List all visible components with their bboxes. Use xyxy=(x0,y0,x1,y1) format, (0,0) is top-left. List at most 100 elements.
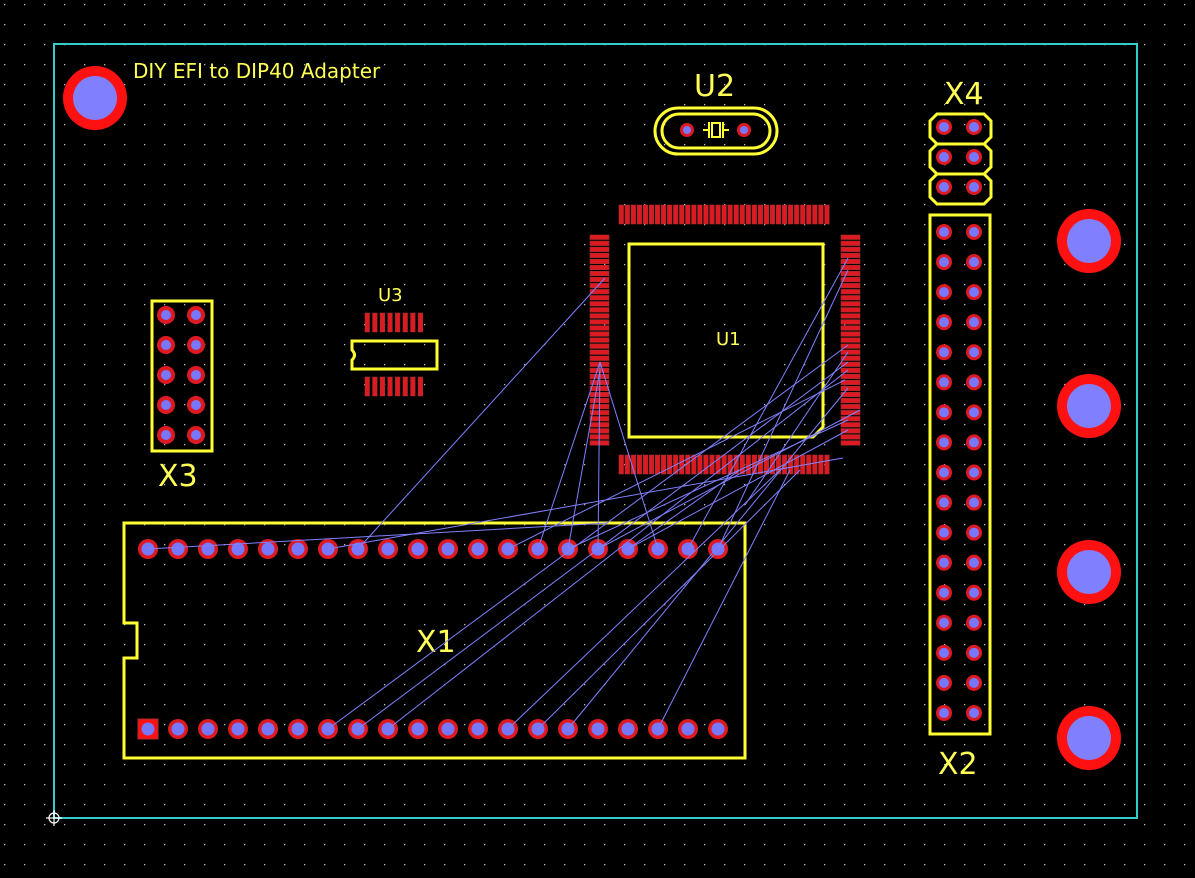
u1-pad[interactable] xyxy=(691,204,697,225)
u3-pad[interactable] xyxy=(372,312,378,333)
u1-pad[interactable] xyxy=(757,204,763,225)
u1-pad[interactable] xyxy=(769,204,776,225)
x2-pin[interactable] xyxy=(936,254,952,271)
u1-pad[interactable] xyxy=(715,204,721,225)
x4-pin[interactable] xyxy=(966,179,982,195)
x4-pin[interactable] xyxy=(936,179,952,195)
x2-pin[interactable] xyxy=(966,464,982,481)
u1-pad[interactable] xyxy=(840,331,861,337)
u1-pad[interactable] xyxy=(840,270,861,277)
u3-pad[interactable] xyxy=(387,376,393,397)
x2-pin[interactable] xyxy=(966,404,982,421)
u1-pad[interactable] xyxy=(840,398,861,404)
u1-pad[interactable] xyxy=(794,204,800,225)
x2-pin[interactable] xyxy=(966,284,982,301)
u1-pad[interactable] xyxy=(840,240,861,246)
u1-pad[interactable] xyxy=(636,204,642,225)
x4-pin[interactable] xyxy=(966,119,982,135)
u3-pad[interactable] xyxy=(402,312,408,333)
u1-pad[interactable] xyxy=(589,246,610,252)
u1-pad[interactable] xyxy=(648,454,655,475)
u1-pad[interactable] xyxy=(751,204,757,225)
u1-pad[interactable] xyxy=(589,277,610,283)
u1-pad[interactable] xyxy=(618,204,624,225)
u3-pad[interactable] xyxy=(395,312,401,333)
u1-pad[interactable] xyxy=(648,204,655,225)
u3-pad[interactable] xyxy=(387,312,393,333)
u1-pad[interactable] xyxy=(818,454,824,475)
x2-pin[interactable] xyxy=(936,314,952,331)
u1-pad[interactable] xyxy=(812,454,818,475)
u1-pad[interactable] xyxy=(667,454,673,475)
u1-pad[interactable] xyxy=(840,422,861,428)
u1-pad[interactable] xyxy=(589,270,610,277)
u1-pad[interactable] xyxy=(840,440,861,446)
x1-pin[interactable] xyxy=(468,719,488,739)
x2-pin[interactable] xyxy=(936,224,952,240)
u1-pad[interactable] xyxy=(715,454,721,475)
u1-pad[interactable] xyxy=(840,428,861,434)
u1-pad[interactable] xyxy=(840,361,861,367)
u1-pad[interactable] xyxy=(630,204,636,225)
x2-pin[interactable] xyxy=(966,224,982,240)
x1-pin[interactable] xyxy=(228,719,248,739)
u1-pad[interactable] xyxy=(642,204,649,225)
x2-pin[interactable] xyxy=(936,404,952,421)
u1-pad[interactable] xyxy=(745,454,751,475)
x2-pin[interactable] xyxy=(966,584,982,601)
x1-pin[interactable] xyxy=(288,539,308,559)
x3-pin[interactable] xyxy=(187,396,205,414)
u1-pad[interactable] xyxy=(840,385,861,392)
u1-pad[interactable] xyxy=(840,264,861,271)
u1-pad[interactable] xyxy=(788,454,794,475)
u1-pad[interactable] xyxy=(840,355,861,361)
x1-pin[interactable] xyxy=(588,719,608,739)
x1-pin[interactable] xyxy=(378,539,398,559)
u1-pad[interactable] xyxy=(840,295,861,301)
x2-pin[interactable] xyxy=(966,524,982,541)
u3-pad[interactable] xyxy=(417,312,424,333)
u1-pad[interactable] xyxy=(589,289,610,295)
u1-pad[interactable] xyxy=(840,373,861,379)
u1-pad[interactable] xyxy=(589,295,610,301)
u1-pad[interactable] xyxy=(840,416,861,422)
component-u2[interactable]: U2 xyxy=(653,69,779,156)
u1-pad[interactable] xyxy=(697,454,703,475)
x2-pin[interactable] xyxy=(936,284,952,301)
u2-pad[interactable] xyxy=(737,123,751,137)
x2-pin[interactable] xyxy=(936,374,952,391)
x1-pin[interactable] xyxy=(228,539,248,559)
x3-pin[interactable] xyxy=(187,306,205,324)
x2-pin[interactable] xyxy=(936,584,952,601)
x2-pin[interactable] xyxy=(966,434,982,451)
x2-pin[interactable] xyxy=(936,464,952,481)
u3-pad[interactable] xyxy=(379,312,386,333)
u3-pad[interactable] xyxy=(364,376,370,397)
u1-pad[interactable] xyxy=(840,367,861,373)
u1-pad[interactable] xyxy=(589,337,610,343)
x2-pin[interactable] xyxy=(936,614,952,631)
x3-pin[interactable] xyxy=(187,426,205,444)
u1-pad[interactable] xyxy=(840,325,861,331)
u3-pad[interactable] xyxy=(410,376,416,397)
x1-pin[interactable] xyxy=(468,539,488,559)
u2-pad[interactable] xyxy=(680,123,694,137)
u1-pad[interactable] xyxy=(630,454,636,475)
u1-pad[interactable] xyxy=(667,204,673,225)
u1-pad[interactable] xyxy=(840,277,861,283)
u1-pad[interactable] xyxy=(840,343,861,349)
x2-pin[interactable] xyxy=(936,674,952,691)
x1-pin[interactable] xyxy=(408,719,428,739)
u1-pad[interactable] xyxy=(661,454,667,475)
u1-pad[interactable] xyxy=(589,325,610,331)
component-x3[interactable]: X3 xyxy=(150,299,214,494)
u1-pad[interactable] xyxy=(709,204,715,225)
x1-pin[interactable] xyxy=(708,719,728,739)
x2-pin[interactable] xyxy=(936,494,952,511)
u1-pad[interactable] xyxy=(679,454,685,475)
u1-pad[interactable] xyxy=(840,258,861,265)
u1-pad[interactable] xyxy=(840,391,861,398)
u1-pad[interactable] xyxy=(812,204,818,225)
u1-pad[interactable] xyxy=(589,258,610,265)
u1-pad[interactable] xyxy=(840,404,861,410)
